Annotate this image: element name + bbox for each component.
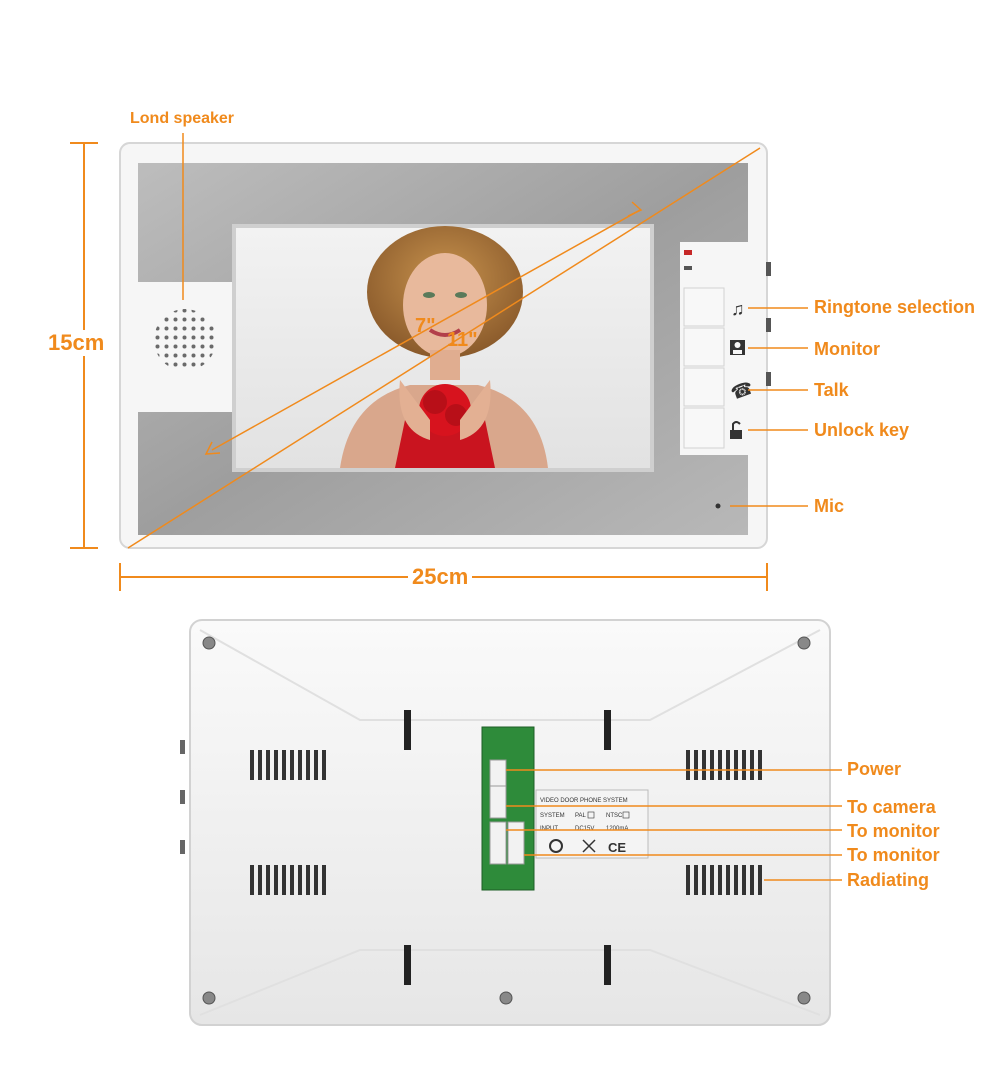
talk-button[interactable] xyxy=(683,367,725,407)
radiating-label: Radiating xyxy=(847,870,930,890)
mount-slot xyxy=(604,945,611,985)
screw xyxy=(797,636,811,650)
front-callout-lines xyxy=(182,133,808,507)
vent-bottom-right xyxy=(686,865,762,895)
music-note-icon: ♫ xyxy=(731,299,745,319)
speaker-label: Lond speaker xyxy=(130,110,235,127)
width-label: 25cm xyxy=(408,564,473,590)
svg-text:1200mA: 1200mA xyxy=(606,826,628,832)
screw xyxy=(499,991,513,1005)
talk-label: Talk xyxy=(814,380,849,400)
sticker-title: VIDEO DOOR PHONE SYSTEM xyxy=(540,798,628,804)
ringtone-button[interactable] xyxy=(683,287,725,327)
monitor-button[interactable] xyxy=(683,327,725,367)
mount-slot xyxy=(404,710,411,750)
speaker-grille xyxy=(154,309,216,371)
ce-mark: CE xyxy=(608,840,626,855)
svg-text:NTSC: NTSC xyxy=(606,813,623,819)
button-column xyxy=(683,287,725,449)
led-red xyxy=(684,250,692,255)
mount-slot xyxy=(404,945,411,985)
cert-mark-icon xyxy=(549,839,563,853)
svg-text:PAL: PAL xyxy=(575,813,587,819)
diagonal-arrow-line xyxy=(211,209,641,451)
vent-top-right xyxy=(686,750,762,780)
ringtone-label: Ringtone selection xyxy=(814,297,976,317)
svg-text:INPUT: INPUT xyxy=(540,826,558,832)
diagonal-arrow-head-end xyxy=(627,201,643,217)
diagonal-cm-label: 11" xyxy=(447,329,478,351)
vent-top-left xyxy=(250,750,326,780)
camera-connector xyxy=(489,785,507,819)
power-label: Power xyxy=(847,759,902,779)
unlock-label: Unlock key xyxy=(814,420,910,440)
diagonal-outer-line xyxy=(127,147,761,549)
diagonal-arrow-head-start xyxy=(204,441,221,455)
screw xyxy=(797,991,811,1005)
side-knob xyxy=(766,318,771,332)
spec-sticker xyxy=(535,789,649,859)
weee-bin-icon xyxy=(582,839,596,853)
mic-hole xyxy=(715,503,721,509)
unlock-button[interactable] xyxy=(683,407,725,449)
mount-slot xyxy=(604,710,611,750)
side-knob xyxy=(766,372,771,386)
led-dark xyxy=(684,266,692,270)
front-monitor: ♫ ☎ xyxy=(119,142,771,549)
lock-icon xyxy=(730,430,742,439)
camera-label: To camera xyxy=(847,797,936,817)
monitor-label: Monitor xyxy=(814,339,880,359)
svg-text:SYSTEM: SYSTEM xyxy=(540,813,565,819)
svg-text:DC15V: DC15V xyxy=(575,826,594,832)
back-monitor: VIDEO DOOR PHONE SYSTEM SYSTEM PAL NTSC … xyxy=(180,619,831,1026)
back-callout-lines xyxy=(506,769,842,881)
monitor-connector-1 xyxy=(489,821,507,865)
screen-photo xyxy=(340,226,548,468)
side-knob xyxy=(766,262,771,276)
monitor1-label: To monitor xyxy=(847,821,940,841)
vent-bottom-left xyxy=(250,865,326,895)
height-label: 15cm xyxy=(44,330,109,356)
diagonal-inch-label: 7" xyxy=(415,315,436,337)
screw xyxy=(202,991,216,1005)
screw xyxy=(202,636,216,650)
mic-label: Mic xyxy=(814,496,845,516)
monitor2-label: To monitor xyxy=(847,845,940,865)
monitor-connector-2 xyxy=(507,821,525,865)
